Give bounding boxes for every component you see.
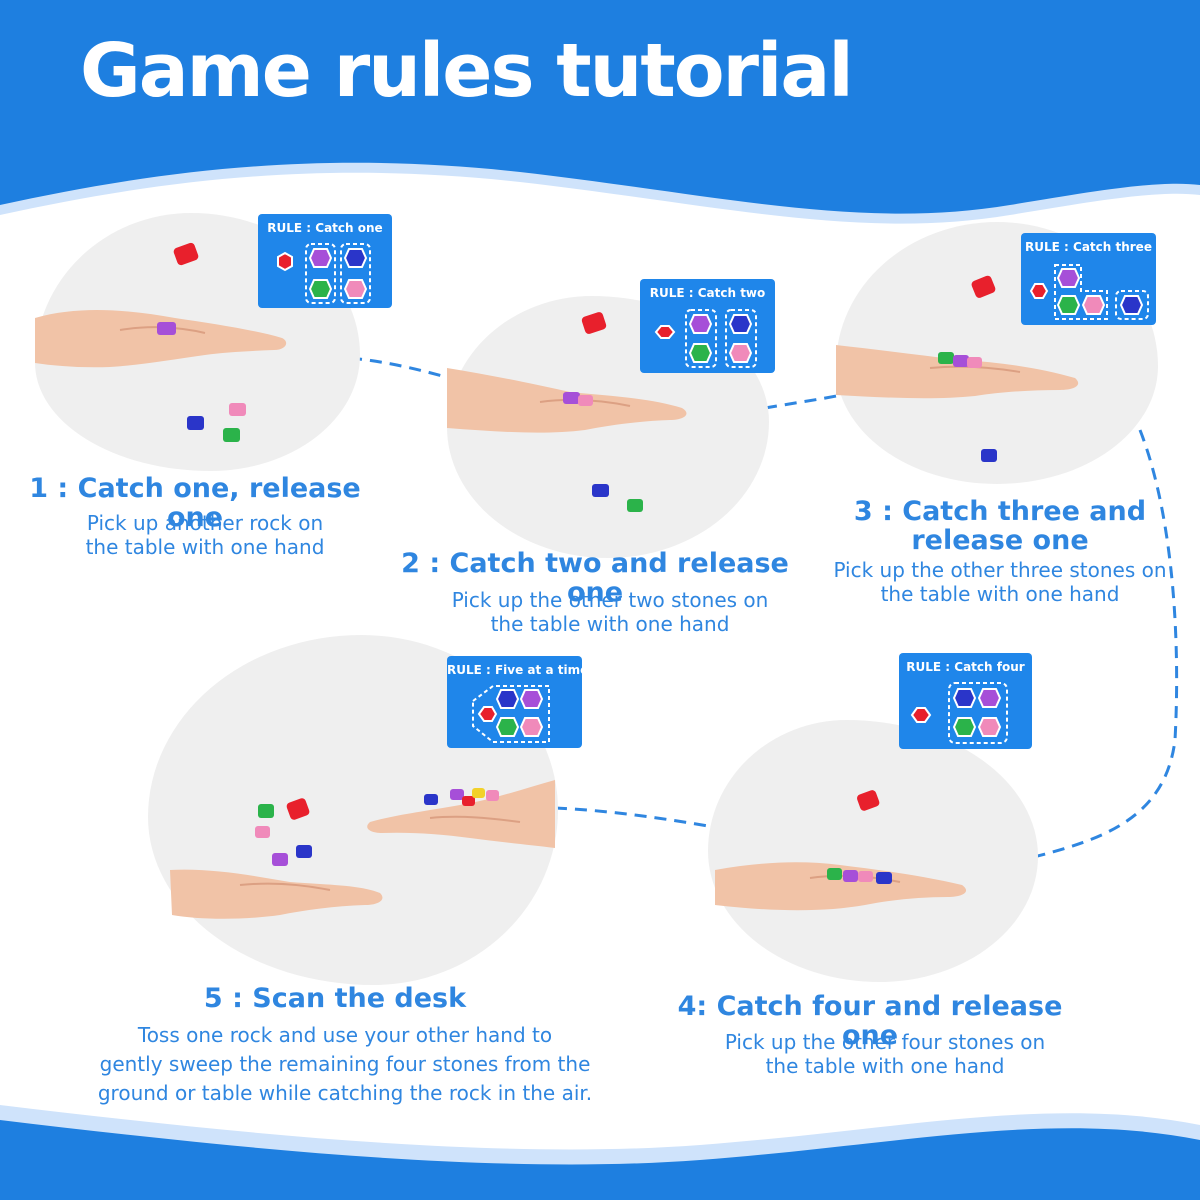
rule-card-catch-three: RULE : Catch three: [1021, 233, 1156, 325]
stone-icon: [1029, 264, 1149, 320]
description-line: gently sweep the remaining four stones f…: [99, 1052, 591, 1076]
stone-icon: [472, 685, 550, 743]
description-line: the table with one hand: [490, 612, 730, 636]
rule-label: RULE : Five at a time: [447, 663, 589, 677]
step-4-title: 4: Catch four and release one: [677, 991, 1063, 1051]
description-line: Pick up the other four stones on: [724, 1030, 1046, 1054]
step-2-description: Pick up the other two stones on the tabl…: [400, 588, 820, 636]
title-line: 3 : Catch three and: [853, 496, 1147, 527]
description-line: Toss one rock and use your other hand to: [137, 1023, 553, 1047]
step-5-description: Toss one rock and use your other hand to…: [90, 1021, 600, 1108]
step-3-description: Pick up the other three stones on the ta…: [830, 558, 1170, 606]
stone-icon: [654, 309, 757, 368]
step-3-title: 3 : Catch three and release one: [830, 497, 1170, 555]
description-line: the table with one hand: [880, 582, 1120, 606]
step-5-title: 5 : Scan the desk: [203, 983, 467, 1014]
rule-label: RULE : Catch three: [1025, 240, 1152, 254]
step-1-title: 1 : Catch one, release one: [29, 473, 361, 533]
step-4-description: Pick up the other four stones on the tab…: [680, 1030, 1090, 1078]
description-line: ground or table while catching the rock …: [97, 1081, 593, 1105]
description-line: the table with one hand: [765, 1054, 1005, 1078]
stone-icon: [910, 682, 1008, 744]
title-line: release one: [911, 525, 1089, 556]
stone-icon: [277, 243, 371, 304]
rule-label: RULE : Catch four: [906, 660, 1025, 674]
description-line: Pick up the other three stones on: [833, 558, 1167, 582]
rule-card-catch-two: RULE : Catch two: [640, 279, 775, 373]
rule-card-catch-one: RULE : Catch one: [258, 214, 392, 308]
step-1-description: Pick up another rock on the table with o…: [20, 511, 390, 559]
description-line: Pick up the other two stones on: [451, 588, 769, 612]
rule-label: RULE : Catch one: [267, 221, 383, 235]
description-line: the table with one hand: [85, 535, 325, 559]
step-2-title: 2 : Catch two and release one: [401, 548, 789, 608]
page-title: Game rules tutorial: [80, 28, 854, 114]
rule-label: RULE : Catch two: [649, 286, 766, 300]
rule-card-catch-four: RULE : Catch four: [899, 653, 1032, 749]
step-4-photo: [708, 720, 1038, 982]
rule-card-five-at-a-time: RULE : Five at a time: [447, 656, 589, 748]
description-line: Pick up another rock on: [86, 511, 324, 535]
